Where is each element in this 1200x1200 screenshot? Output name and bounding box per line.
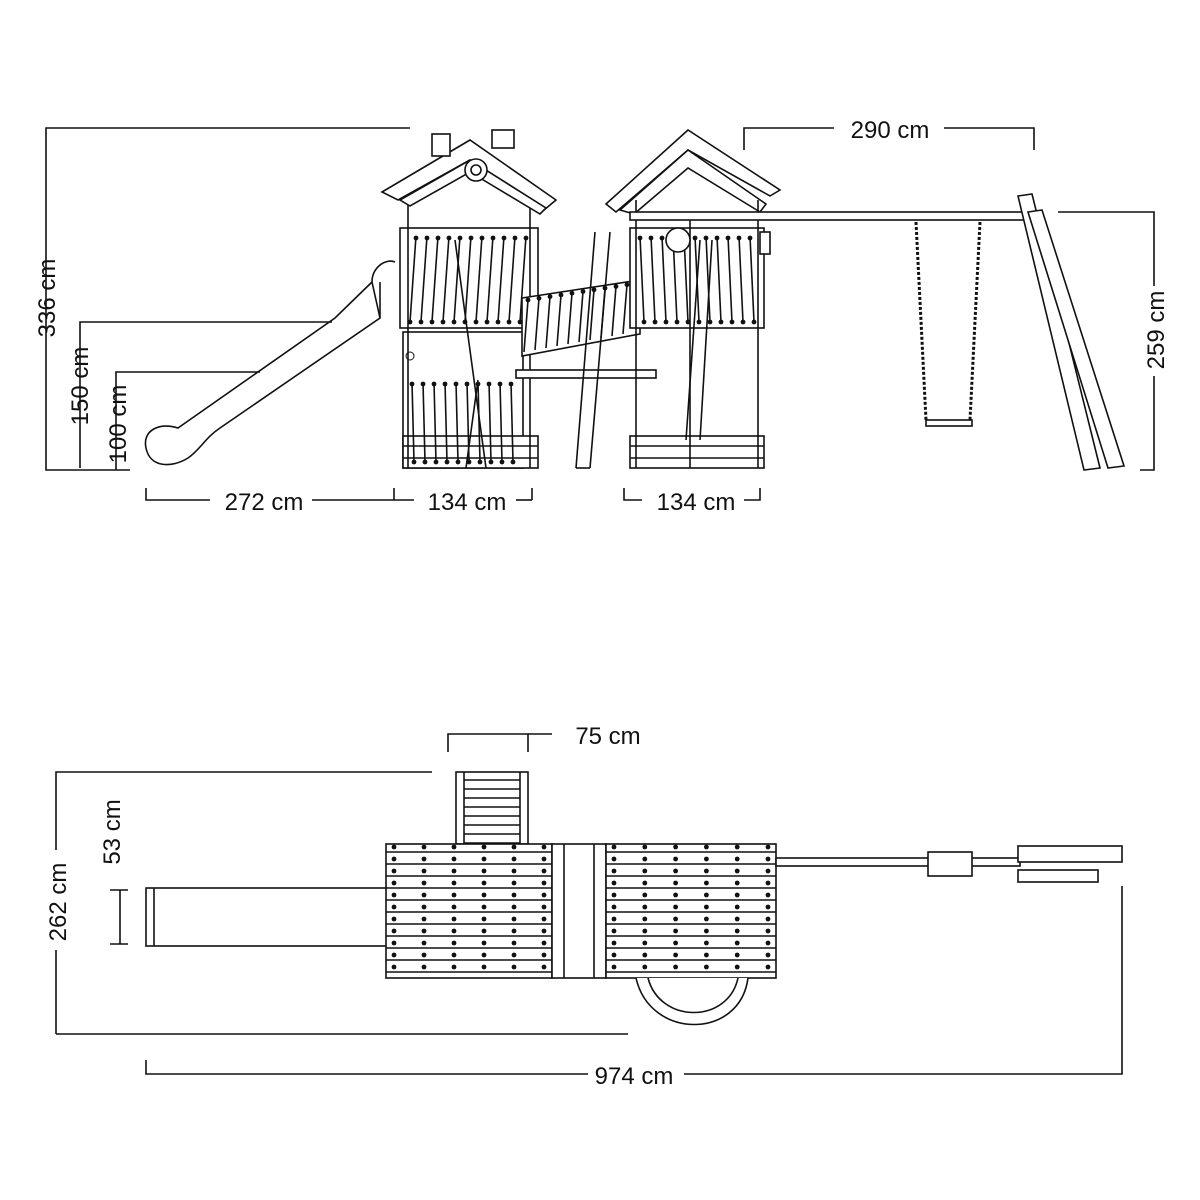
dim-slide-platform-height: 150 cm [67, 347, 94, 426]
side-view [144, 128, 1126, 471]
slide-top [145, 887, 389, 947]
left-tower [380, 129, 558, 469]
bridge-top [551, 843, 607, 979]
dim-total-height: 336 cm [34, 259, 61, 338]
left-deck [385, 843, 553, 979]
dim-ladder-width: 75 cm [575, 723, 640, 750]
dim-total-length: 974 cm [595, 1063, 674, 1090]
bridge [515, 231, 657, 469]
dim-slide-length: 272 cm [225, 489, 304, 516]
dim-swing-beam-length: 290 cm [851, 117, 930, 144]
ladder-top [455, 771, 529, 845]
dim-left-tower-width: 134 cm [428, 489, 507, 516]
top-view-dimensions: 75 cm 262 cm 53 cm 974 cm [45, 723, 1123, 1090]
swing-frame [629, 193, 1126, 471]
dim-swing-height: 259 cm [1143, 291, 1170, 370]
top-view [145, 771, 1123, 1026]
dim-total-depth: 262 cm [45, 863, 72, 942]
dim-lower-platform-height: 100 cm [105, 385, 132, 464]
dim-slide-width: 53 cm [99, 799, 126, 864]
side-view-dimensions: 336 cm 150 cm 100 cm 272 cm 134 cm 134 c… [34, 117, 1170, 516]
right-tower [604, 128, 782, 469]
slide-side [144, 260, 396, 466]
dim-right-tower-width: 134 cm [657, 489, 736, 516]
